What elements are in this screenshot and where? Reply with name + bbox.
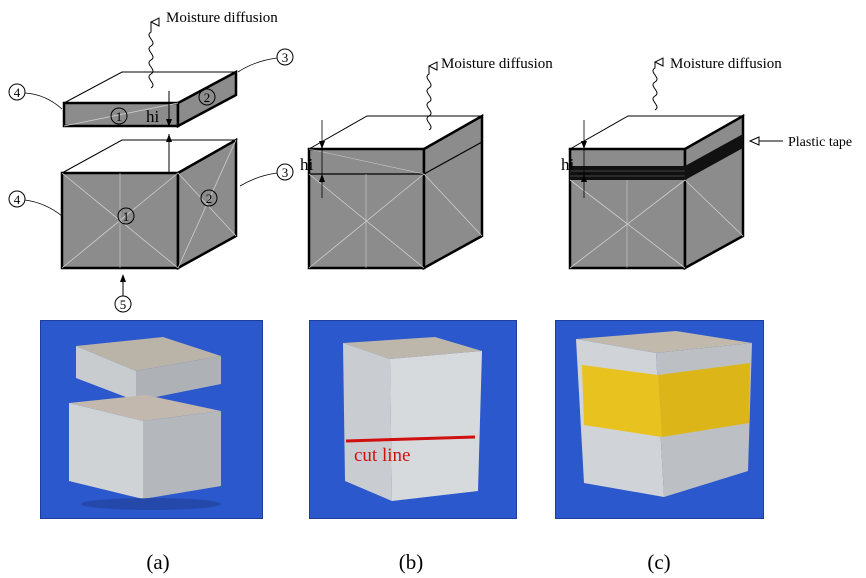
svg-text:5: 5	[120, 297, 127, 312]
marker-1-bottom: 1	[117, 207, 135, 225]
marker-1-top: 1	[110, 107, 128, 125]
svg-text:4: 4	[14, 85, 21, 100]
caption-b: (b)	[398, 550, 424, 574]
svg-text:4: 4	[14, 192, 21, 207]
yellow-tape-side	[658, 363, 750, 437]
bottom-block	[60, 137, 238, 271]
caption-c: (c)	[647, 550, 671, 574]
marker-5: 5	[114, 295, 132, 313]
photo-c-sample	[556, 321, 763, 518]
marker-4-bottom: 4	[8, 190, 26, 208]
hi-label-c: hi	[561, 155, 575, 174]
diagram-c: Moisture diffusion hi Plastic tape	[561, 56, 852, 271]
tape-band-side	[685, 134, 743, 180]
photo-a	[40, 320, 263, 519]
marker-2-bottom: 2	[200, 189, 218, 207]
svg-text:1: 1	[116, 109, 123, 124]
svg-text:1: 1	[123, 209, 130, 224]
hi-label-b: hi	[300, 155, 314, 174]
moisture-label-c: Moisture diffusion	[670, 56, 782, 72]
svg-text:2: 2	[206, 191, 213, 206]
moisture-wave-icon	[426, 66, 431, 131]
moisture-label-b: Moisture diffusion	[441, 56, 553, 72]
moisture-wave-icon	[652, 62, 657, 111]
plastic-tape-label: Plastic tape	[788, 135, 852, 150]
marker-2-top: 2	[198, 88, 216, 106]
yellow-tape-front	[582, 365, 662, 437]
moisture-wave-icon	[148, 22, 153, 89]
svg-text:3: 3	[282, 50, 289, 65]
diagram-b: Moisture diffusion hi	[300, 56, 553, 271]
diagram-a: Moisture diffusion hi 1 2 3 4 1 2 3 4 5	[8, 10, 294, 313]
svg-text:2: 2	[204, 90, 211, 105]
caption-a: (a)	[146, 550, 170, 574]
photo-b: cut line	[309, 320, 517, 519]
photo-b-sample	[310, 321, 516, 518]
moisture-label-a: Moisture diffusion	[166, 10, 278, 26]
photo-a-samples	[41, 321, 262, 518]
marker-3-bottom: 3	[276, 163, 294, 181]
cut-line-label: cut line	[354, 445, 411, 466]
tape-band-front	[570, 166, 685, 180]
photo-c	[555, 320, 764, 519]
hi-label-a: hi	[146, 107, 160, 126]
marker-4-top: 4	[8, 83, 26, 101]
top-slice	[62, 69, 238, 129]
marker-3-top: 3	[276, 48, 294, 66]
svg-text:3: 3	[282, 165, 289, 180]
